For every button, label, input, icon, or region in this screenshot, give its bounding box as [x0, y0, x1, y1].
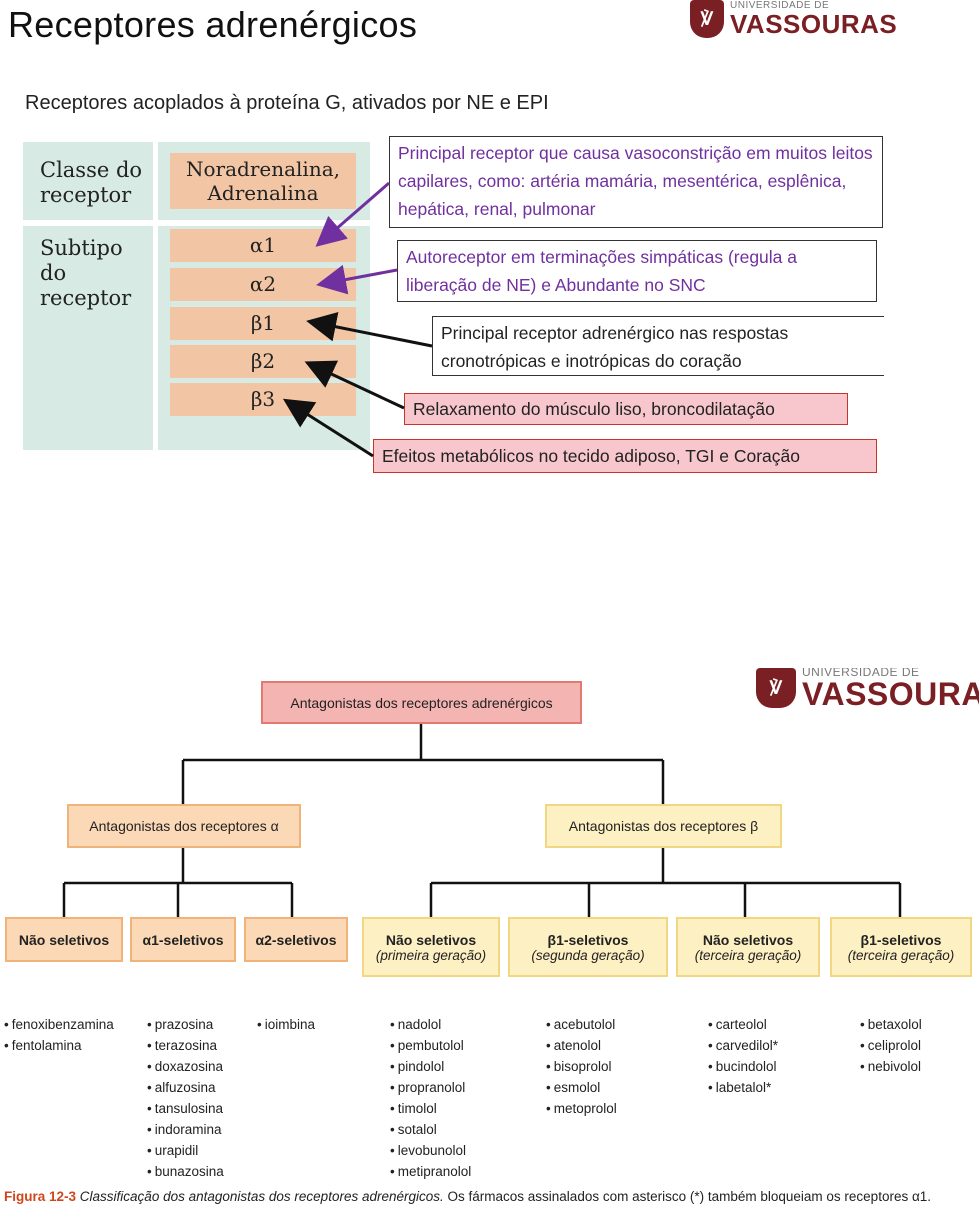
callout-beta3: Efeitos metabólicos no tecido adiposo, T…	[373, 439, 877, 473]
alpha2-selective-box: α2-seletivos	[244, 917, 348, 962]
drug-list-alpha1: prazosina terazosina doxazosina alfuzosi…	[147, 1014, 224, 1182]
logo-small-text: UNIVERSIDADE DE	[730, 0, 830, 11]
drug-list-beta-nonselective-3rd: carteolol carvedilol* bucindolol labetal…	[708, 1014, 778, 1098]
arrow-alpha2	[316, 264, 398, 295]
logo-big-text: VASSOURAS	[802, 676, 979, 708]
list-item: labetalol*	[708, 1077, 778, 1098]
logo-big-text: VASSOURAS	[730, 9, 898, 39]
list-item: urapidil	[147, 1140, 224, 1161]
callout-alpha1: Principal receptor que causa vasoconstri…	[389, 136, 883, 228]
list-item: ioimbina	[257, 1014, 315, 1035]
drug-list-beta-nonselective-1st: nadolol pembutolol pindolol propranolol …	[390, 1014, 472, 1182]
list-item: prazosina	[147, 1014, 224, 1035]
arrow-alpha1	[315, 181, 390, 247]
group-generation: (terceira geração)	[847, 947, 955, 963]
callout-arrows	[282, 181, 433, 458]
beta1-selective-3rd-box: β1-seletivos (terceira geração)	[830, 917, 972, 977]
group-label: β1-seletivos	[860, 931, 942, 948]
list-item: atenolol	[546, 1035, 617, 1056]
list-item: esmolol	[546, 1077, 617, 1098]
alpha-box: Antagonistas dos receptores α	[67, 804, 301, 848]
list-item: doxazosina	[147, 1056, 224, 1077]
list-item: pembutolol	[390, 1035, 471, 1056]
university-logo-2: ℣ UNIVERSIDADE DE VASSOURAS	[756, 668, 979, 708]
list-item: nebivolol	[860, 1056, 922, 1077]
subtype-beta3: β3	[170, 383, 356, 416]
root-box: Antagonistas dos receptores adrenérgicos	[261, 681, 582, 724]
figure-caption: Figura 12-3 Classificação dos antagonist…	[4, 1187, 974, 1206]
list-item: fenoxibenzamina	[4, 1014, 114, 1035]
drug-list-beta1-3rd: betaxolol celiprolol nebivolol	[860, 1014, 922, 1077]
list-item: celiprolol	[860, 1035, 922, 1056]
list-item: tansulosina	[147, 1098, 224, 1119]
list-item: alfuzosina	[147, 1077, 224, 1098]
class-label: Classe do receptor	[40, 158, 143, 207]
beta-nonselective-1st-box: Não seletivos (primeira geração)	[362, 917, 500, 977]
list-item: carvedilol*	[708, 1035, 778, 1056]
caption-title: Classificação dos antagonistas dos recep…	[79, 1189, 444, 1204]
alpha-nonselective-box: Não seletivos	[5, 917, 123, 962]
subtype-label: Subtipo do receptor	[40, 236, 132, 310]
slide-subtitle: Receptores acoplados à proteína G, ativa…	[25, 92, 549, 114]
list-item: propranolol	[390, 1077, 471, 1098]
list-item: pindolol	[390, 1056, 471, 1077]
class-label-cell	[23, 142, 153, 220]
slide-title: Receptores adrenérgicos	[8, 4, 418, 45]
callout-beta1: Principal receptor adrenérgico nas respo…	[432, 316, 884, 376]
ligand-cell: Noradrenalina, Adrenalina	[170, 153, 356, 209]
list-item: indoramina	[147, 1119, 224, 1140]
group-generation: (terceira geração)	[694, 947, 802, 963]
list-item: levobunolol	[390, 1140, 471, 1161]
drug-list-beta1-2nd: acebutolol atenolol bisoprolol esmolol m…	[546, 1014, 617, 1119]
group-label: β1-seletivos	[547, 931, 629, 948]
callout-alpha2: Autoreceptor em terminações simpáticas (…	[397, 240, 877, 302]
list-item: terazosina	[147, 1035, 224, 1056]
beta-nonselective-3rd-box: Não seletivos (terceira geração)	[676, 917, 820, 977]
list-item: bucindolol	[708, 1056, 778, 1077]
list-item: betaxolol	[860, 1014, 922, 1035]
list-item: bisoprolol	[546, 1056, 617, 1077]
list-item: acebutolol	[546, 1014, 617, 1035]
shield-icon: ℣	[690, 0, 724, 38]
caption-figure-number: Figura 12-3	[4, 1189, 77, 1204]
group-generation: (primeira geração)	[375, 947, 487, 963]
caption-text: Os fármacos assinalados com asterisco (*…	[447, 1189, 932, 1204]
beta1-selective-2nd-box: β1-seletivos (segunda geração)	[508, 917, 668, 977]
alpha1-selective-box: α1-seletivos	[130, 917, 236, 962]
list-item: metipranolol	[390, 1161, 472, 1182]
logo-small-text: UNIVERSIDADE DE	[802, 668, 920, 679]
list-item: fentolamina	[4, 1035, 114, 1056]
list-item: metoprolol	[546, 1098, 617, 1119]
list-item: nadolol	[390, 1014, 471, 1035]
beta-box: Antagonistas dos receptores β	[545, 804, 782, 848]
arrow-beta2	[304, 360, 405, 410]
group-generation: (segunda geração)	[531, 947, 645, 963]
group-label: Não seletivos	[385, 931, 477, 948]
drug-list-alpha-nonselective: fenoxibenzamina fentolamina	[4, 1014, 114, 1056]
university-logo: ℣ UNIVERSIDADE DE VASSOURAS	[690, 0, 897, 38]
drug-list-alpha2: ioimbina	[257, 1014, 315, 1035]
list-item: bunazosina	[147, 1161, 224, 1182]
list-item: timolol	[390, 1098, 471, 1119]
arrow-beta3	[282, 398, 374, 458]
list-item: carteolol	[708, 1014, 778, 1035]
subtype-label-cell	[23, 226, 153, 450]
group-label: Não seletivos	[702, 931, 794, 948]
arrow-beta1	[306, 311, 433, 348]
shield-icon: ℣	[756, 668, 796, 708]
list-item: sotalol	[390, 1119, 471, 1140]
callout-beta2: Relaxamento do músculo liso, broncodilat…	[404, 393, 848, 425]
